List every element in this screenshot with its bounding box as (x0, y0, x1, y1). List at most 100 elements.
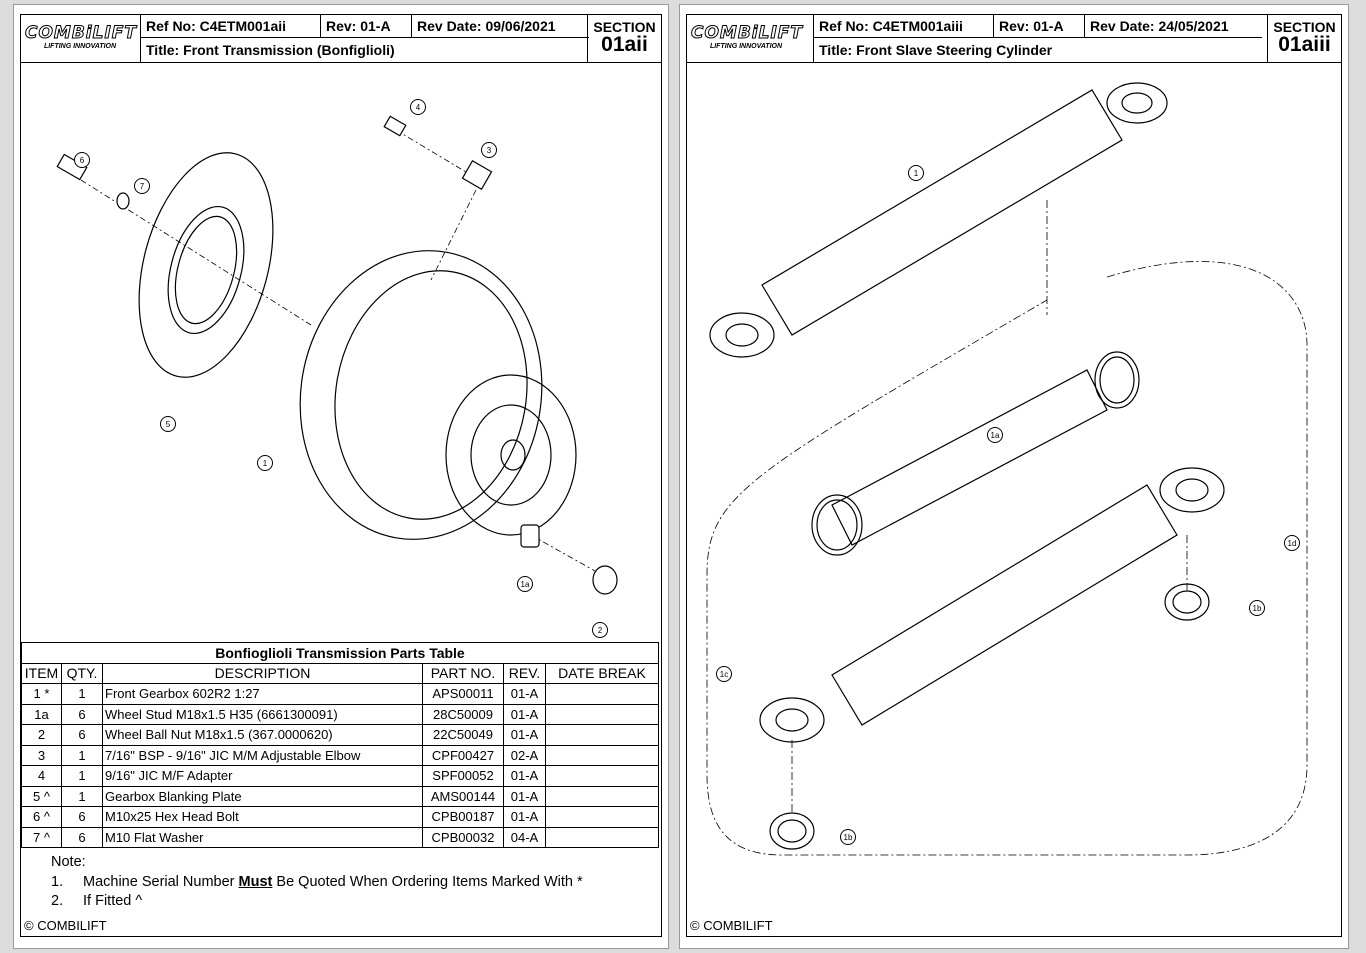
callout-7: 7 (134, 178, 150, 194)
table-cell (545, 765, 659, 787)
callout-2: 2 (592, 622, 608, 638)
table-cell: 01-A (503, 765, 546, 787)
table-cell: 01-A (503, 724, 546, 746)
table-cell: 22C50049 (422, 724, 504, 746)
drawing-title: Title: Front Transmission (Bonfiglioli) (140, 37, 589, 63)
callout-5: 5 (160, 416, 176, 432)
parts-table: Bonfioglioli Transmission Parts Table IT… (21, 642, 659, 848)
note-text: Machine Serial Number (83, 873, 239, 890)
callout-4: 4 (410, 99, 426, 115)
callout-1a: 1a (987, 427, 1003, 443)
table-cell: 1 (61, 683, 103, 705)
notes: Note: 1. Machine Serial Number Must Be Qu… (51, 853, 583, 912)
col-rev: REV. (503, 662, 546, 684)
exploded-view-drawing (56, 115, 618, 595)
copyright: © COMBILIFT (690, 918, 773, 933)
section-label: SECTION (1273, 19, 1336, 35)
callout-3: 3 (481, 142, 497, 158)
table-cell: Front Gearbox 602R2 1:27 (102, 683, 423, 705)
table-cell (545, 703, 659, 725)
table-cell: SPF00052 (422, 765, 504, 787)
table-cell: 6 ^ (21, 806, 62, 828)
table-cell (545, 683, 659, 705)
cylinder-drawing (706, 82, 1308, 856)
table-cell: 9/16" JIC M/F Adapter (102, 765, 423, 787)
table-cell: 6 (61, 724, 103, 746)
table-cell: AMS00144 (422, 785, 504, 807)
note-number: 2. (51, 893, 64, 909)
table-cell (545, 826, 659, 848)
table-cell: 6 (61, 703, 103, 725)
callout-6: 6 (74, 152, 90, 168)
table-cell: 6 (61, 826, 103, 848)
rev-date: Rev Date: 09/06/2021 (411, 15, 589, 37)
table-cell: 2 (21, 724, 62, 746)
ref-number: Ref No: C4ETM001aii (140, 15, 320, 37)
note-text: Be Quoted When Ordering Items Marked Wit… (272, 873, 583, 890)
table-cell: Wheel Ball Nut M18x1.5 (367.0000620) (102, 724, 423, 746)
table-cell: 7 ^ (21, 826, 62, 848)
callout-1b: 1b (840, 829, 856, 845)
table-cell: 04-A (503, 826, 546, 848)
callout-1d: 1d (1284, 535, 1300, 551)
rev-date: Rev Date: 24/05/2021 (1084, 15, 1262, 37)
table-cell: 1 (61, 785, 103, 807)
section-number: 01aiii (1278, 33, 1331, 56)
section-number: 01aii (601, 33, 648, 56)
col-item: ITEM (21, 662, 62, 684)
table-cell: 01-A (503, 683, 546, 705)
table-cell (545, 724, 659, 746)
note-number: 1. (51, 873, 64, 890)
callout-1: 1 (908, 165, 924, 181)
note-label: Note: (51, 854, 86, 870)
table-cell (545, 785, 659, 807)
table-cell: Gearbox Blanking Plate (102, 785, 423, 807)
copyright: © COMBILIFT (24, 918, 107, 933)
table-cell: 02-A (503, 744, 546, 766)
table-cell: 3 (21, 744, 62, 766)
table-cell: 1a (21, 703, 62, 725)
parts-table-title: Bonfioglioli Transmission Parts Table (21, 642, 659, 664)
note-emphasis: Must (238, 873, 273, 890)
callout-1c: 1c (716, 666, 732, 682)
table-cell: 01-A (503, 785, 546, 807)
table-header: ITEM QTY. DESCRIPTION PART NO. REV. DATE… (21, 662, 659, 684)
drawing-title: Title: Front Slave Steering Cylinder (813, 37, 1262, 63)
note-text: If Fitted ^ (83, 893, 143, 909)
table-cell: 01-A (503, 806, 546, 828)
callout-1b: 1b (1249, 600, 1265, 616)
table-cell: 4 (21, 765, 62, 787)
col-part-no: PART NO. (422, 662, 504, 684)
table-cell: 6 (61, 806, 103, 828)
callout-1: 1 (257, 455, 273, 471)
table-cell: APS00011 (422, 683, 504, 705)
col-date-break: DATE BREAK (545, 662, 659, 684)
table-cell: 7/16" BSP - 9/16" JIC M/M Adjustable Elb… (102, 744, 423, 766)
table-cell: 5 ^ (21, 785, 62, 807)
callout-1a: 1a (517, 576, 533, 592)
table-cell (545, 744, 659, 766)
ref-number: Ref No: C4ETM001aiii (813, 15, 993, 37)
revision: Rev: 01-A (993, 15, 1084, 37)
table-cell (545, 806, 659, 828)
section-label: SECTION (593, 19, 656, 35)
table-cell: CPF00427 (422, 744, 504, 766)
table-cell: M10x25 Hex Head Bolt (102, 806, 423, 828)
table-cell: M10 Flat Washer (102, 826, 423, 848)
